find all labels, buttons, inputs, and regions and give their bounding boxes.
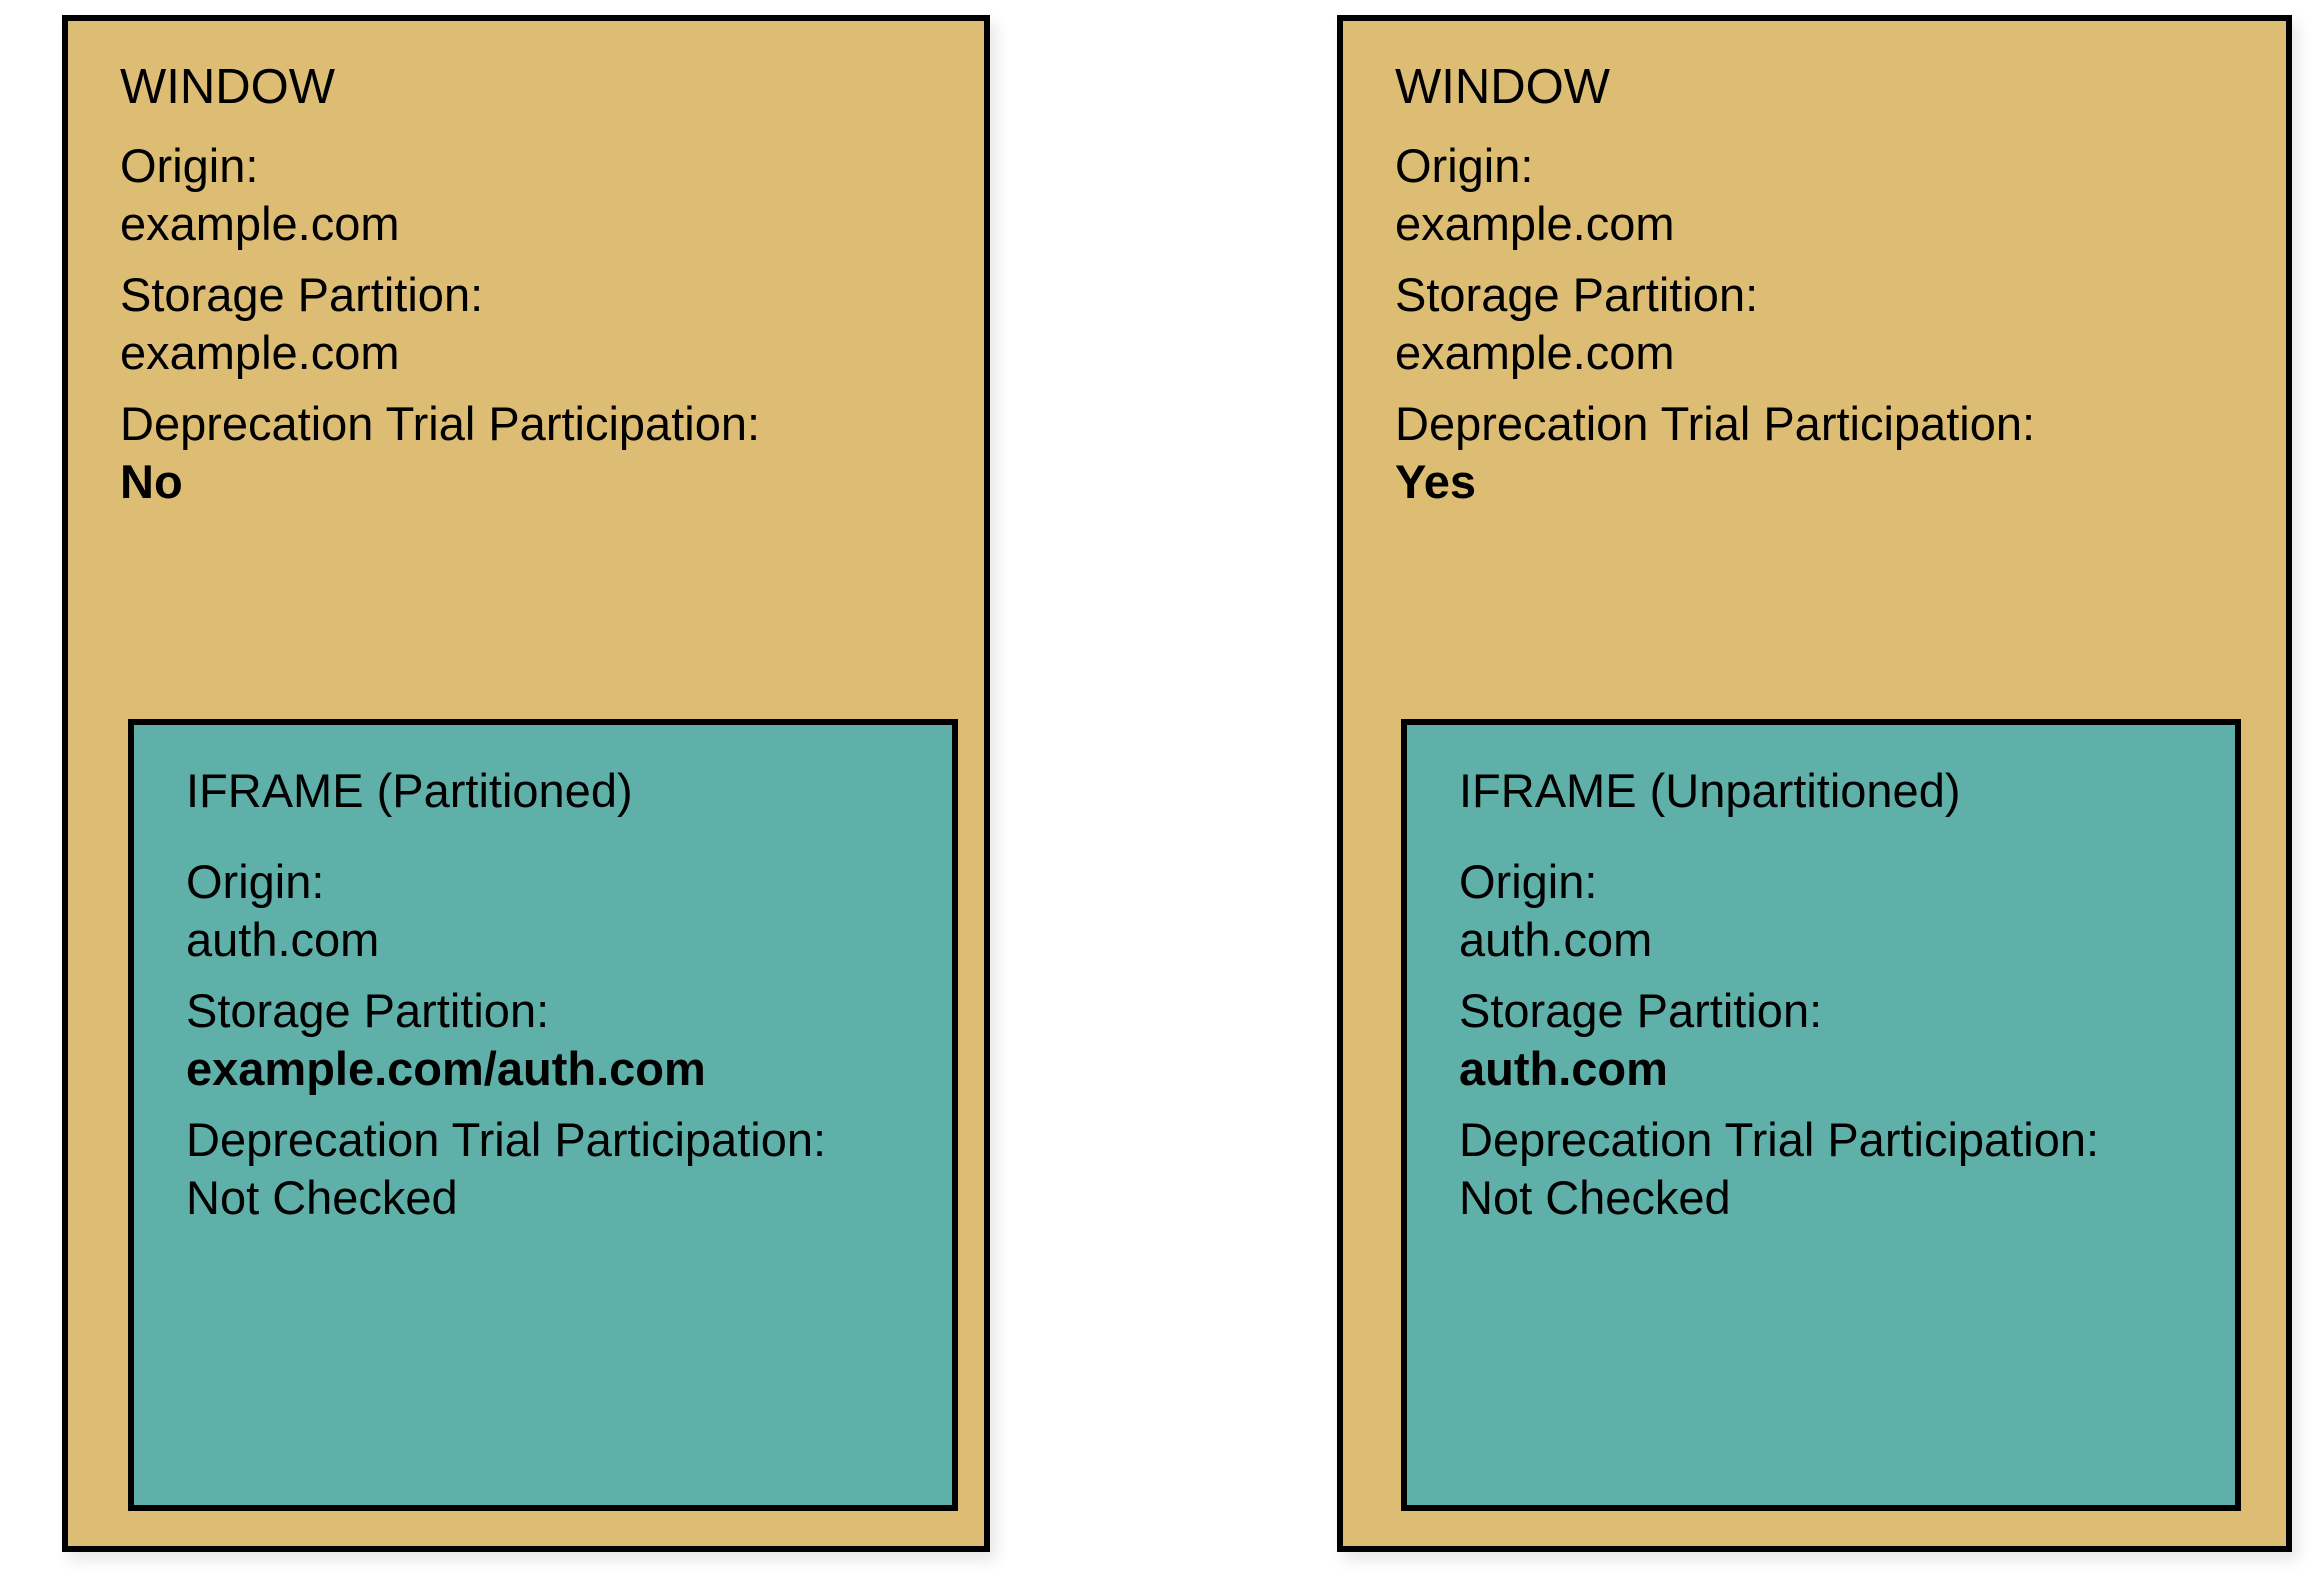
iframe-deprecation-trial-value-right: Not Checked xyxy=(1459,1171,1731,1224)
window-origin-value-left: example.com xyxy=(120,197,400,250)
window-deprecation-trial-label-right: Deprecation Trial Participation: xyxy=(1395,397,2036,450)
iframe-title-left: IFRAME (Partitioned) xyxy=(186,764,633,817)
window-origin-field-right: Origin: example.com xyxy=(1395,137,1675,253)
window-deprecation-trial-field-left: Deprecation Trial Participation: No xyxy=(120,395,760,511)
window-origin-label-left: Origin: xyxy=(120,139,259,192)
window-storage-partition-field-left: Storage Partition: example.com xyxy=(120,266,483,382)
iframe-title-right: IFRAME (Unpartitioned) xyxy=(1459,764,1961,817)
iframe-deprecation-trial-label-right: Deprecation Trial Participation: xyxy=(1459,1113,2100,1166)
window-storage-partition-value-left: example.com xyxy=(120,326,400,379)
iframe-storage-partition-field-left: Storage Partition: example.com/auth.com xyxy=(186,982,706,1098)
iframe-storage-partition-value-left: example.com/auth.com xyxy=(186,1042,706,1095)
iframe-origin-value-left: auth.com xyxy=(186,913,380,966)
iframe-storage-partition-label-left: Storage Partition: xyxy=(186,984,550,1037)
window-title-left: WINDOW xyxy=(120,60,335,114)
iframe-unpartitioned-box: IFRAME (Unpartitioned) Origin: auth.com … xyxy=(1401,719,2241,1511)
iframe-storage-partition-field-right: Storage Partition: auth.com xyxy=(1459,982,1822,1098)
window-title-right: WINDOW xyxy=(1395,60,1610,114)
scenario-partitioned-window-box: WINDOW Origin: example.com Storage Parti… xyxy=(62,15,990,1552)
window-deprecation-trial-value-left: No xyxy=(120,455,183,508)
window-storage-partition-value-right: example.com xyxy=(1395,326,1675,379)
iframe-origin-label-right: Origin: xyxy=(1459,855,1598,908)
iframe-origin-label-left: Origin: xyxy=(186,855,325,908)
window-deprecation-trial-value-right: Yes xyxy=(1395,455,1477,508)
scenario-unpartitioned-window-box: WINDOW Origin: example.com Storage Parti… xyxy=(1337,15,2292,1552)
iframe-origin-field-right: Origin: auth.com xyxy=(1459,853,1652,969)
window-origin-label-right: Origin: xyxy=(1395,139,1534,192)
iframe-deprecation-trial-value-left: Not Checked xyxy=(186,1171,458,1224)
window-storage-partition-label-left: Storage Partition: xyxy=(120,268,484,321)
window-origin-field-left: Origin: example.com xyxy=(120,137,400,253)
window-storage-partition-label-right: Storage Partition: xyxy=(1395,268,1759,321)
iframe-deprecation-trial-label-left: Deprecation Trial Participation: xyxy=(186,1113,827,1166)
window-storage-partition-field-right: Storage Partition: example.com xyxy=(1395,266,1758,382)
window-deprecation-trial-field-right: Deprecation Trial Participation: Yes xyxy=(1395,395,2035,511)
window-origin-value-right: example.com xyxy=(1395,197,1675,250)
iframe-partitioned-box: IFRAME (Partitioned) Origin: auth.com St… xyxy=(128,719,958,1511)
iframe-origin-value-right: auth.com xyxy=(1459,913,1653,966)
iframe-storage-partition-label-right: Storage Partition: xyxy=(1459,984,1823,1037)
window-deprecation-trial-label-left: Deprecation Trial Participation: xyxy=(120,397,761,450)
iframe-deprecation-trial-field-left: Deprecation Trial Participation: Not Che… xyxy=(186,1111,826,1227)
iframe-storage-partition-value-right: auth.com xyxy=(1459,1042,1668,1095)
iframe-deprecation-trial-field-right: Deprecation Trial Participation: Not Che… xyxy=(1459,1111,2099,1227)
iframe-origin-field-left: Origin: auth.com xyxy=(186,853,379,969)
